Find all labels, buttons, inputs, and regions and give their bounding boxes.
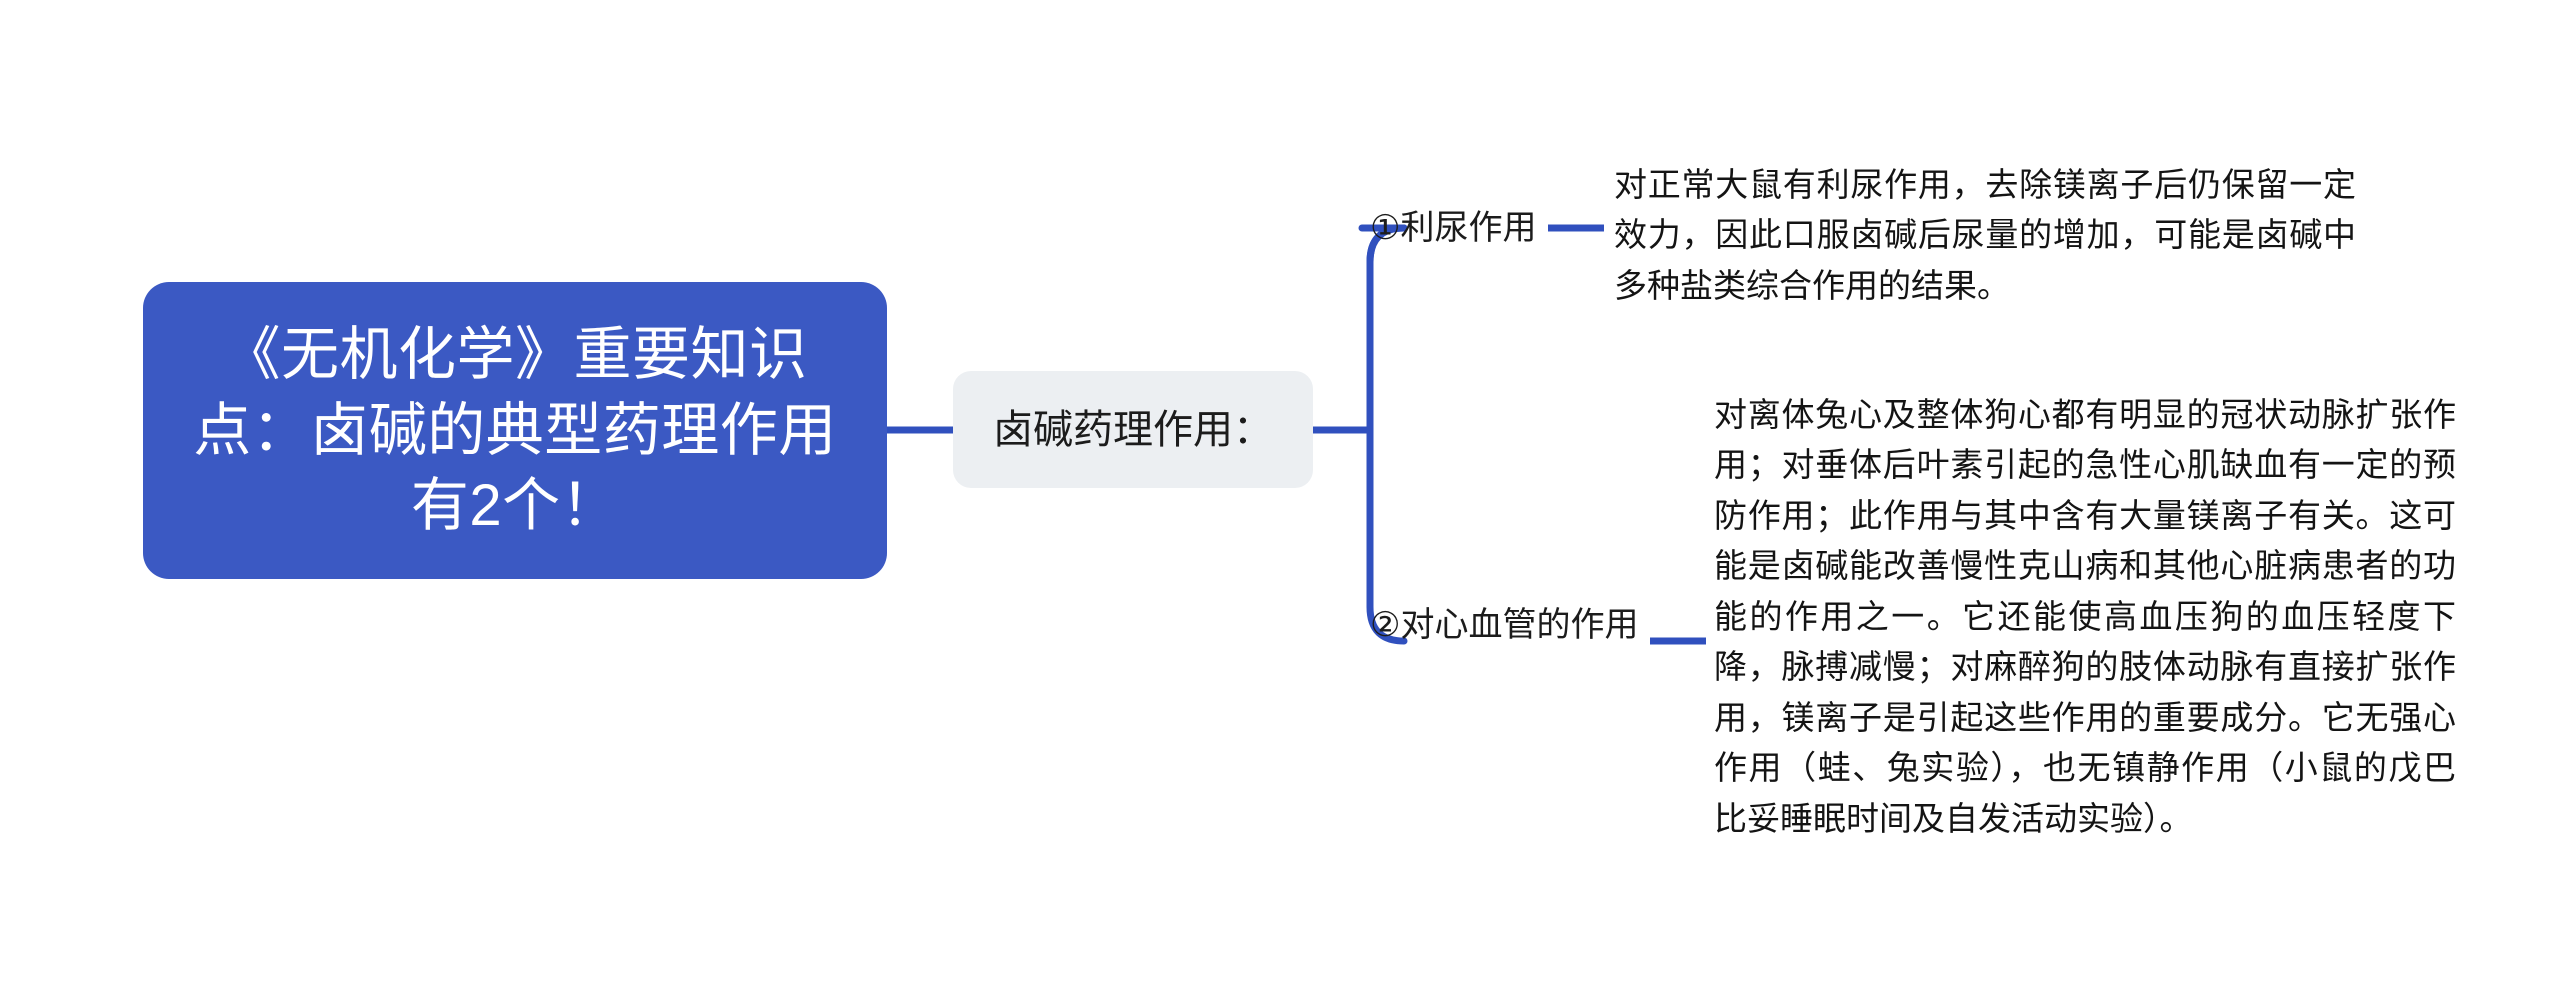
topic-node-label: 卤碱药理作用：: [993, 407, 1273, 452]
connector-elbow-branch-0: [1366, 224, 1408, 434]
topic-node[interactable]: 卤碱药理作用：: [953, 371, 1313, 488]
root-node[interactable]: 《无机化学》重要知识点：卤碱的典型药理作用有2个！: [143, 282, 887, 579]
detail-text-cardiovascular: 对离体兔心及整体狗心都有明显的冠状动脉扩张作用；对垂体后叶素引起的急性心肌缺血有…: [1714, 396, 2456, 837]
detail-text-diuretic: 对正常大鼠有利尿作用，去除镁离子后仍保留一定效力，因此口服卤碱后尿量的增加，可能…: [1614, 166, 2356, 304]
root-node-label: 《无机化学》重要知识点：卤碱的典型药理作用有2个！: [193, 322, 837, 539]
branch-label-cardiovascular[interactable]: ②对心血管的作用: [1370, 606, 1639, 644]
branch-label-diuretic[interactable]: ①利尿作用: [1370, 209, 1537, 247]
connector-trunk-branch-0: [1358, 224, 1408, 434]
